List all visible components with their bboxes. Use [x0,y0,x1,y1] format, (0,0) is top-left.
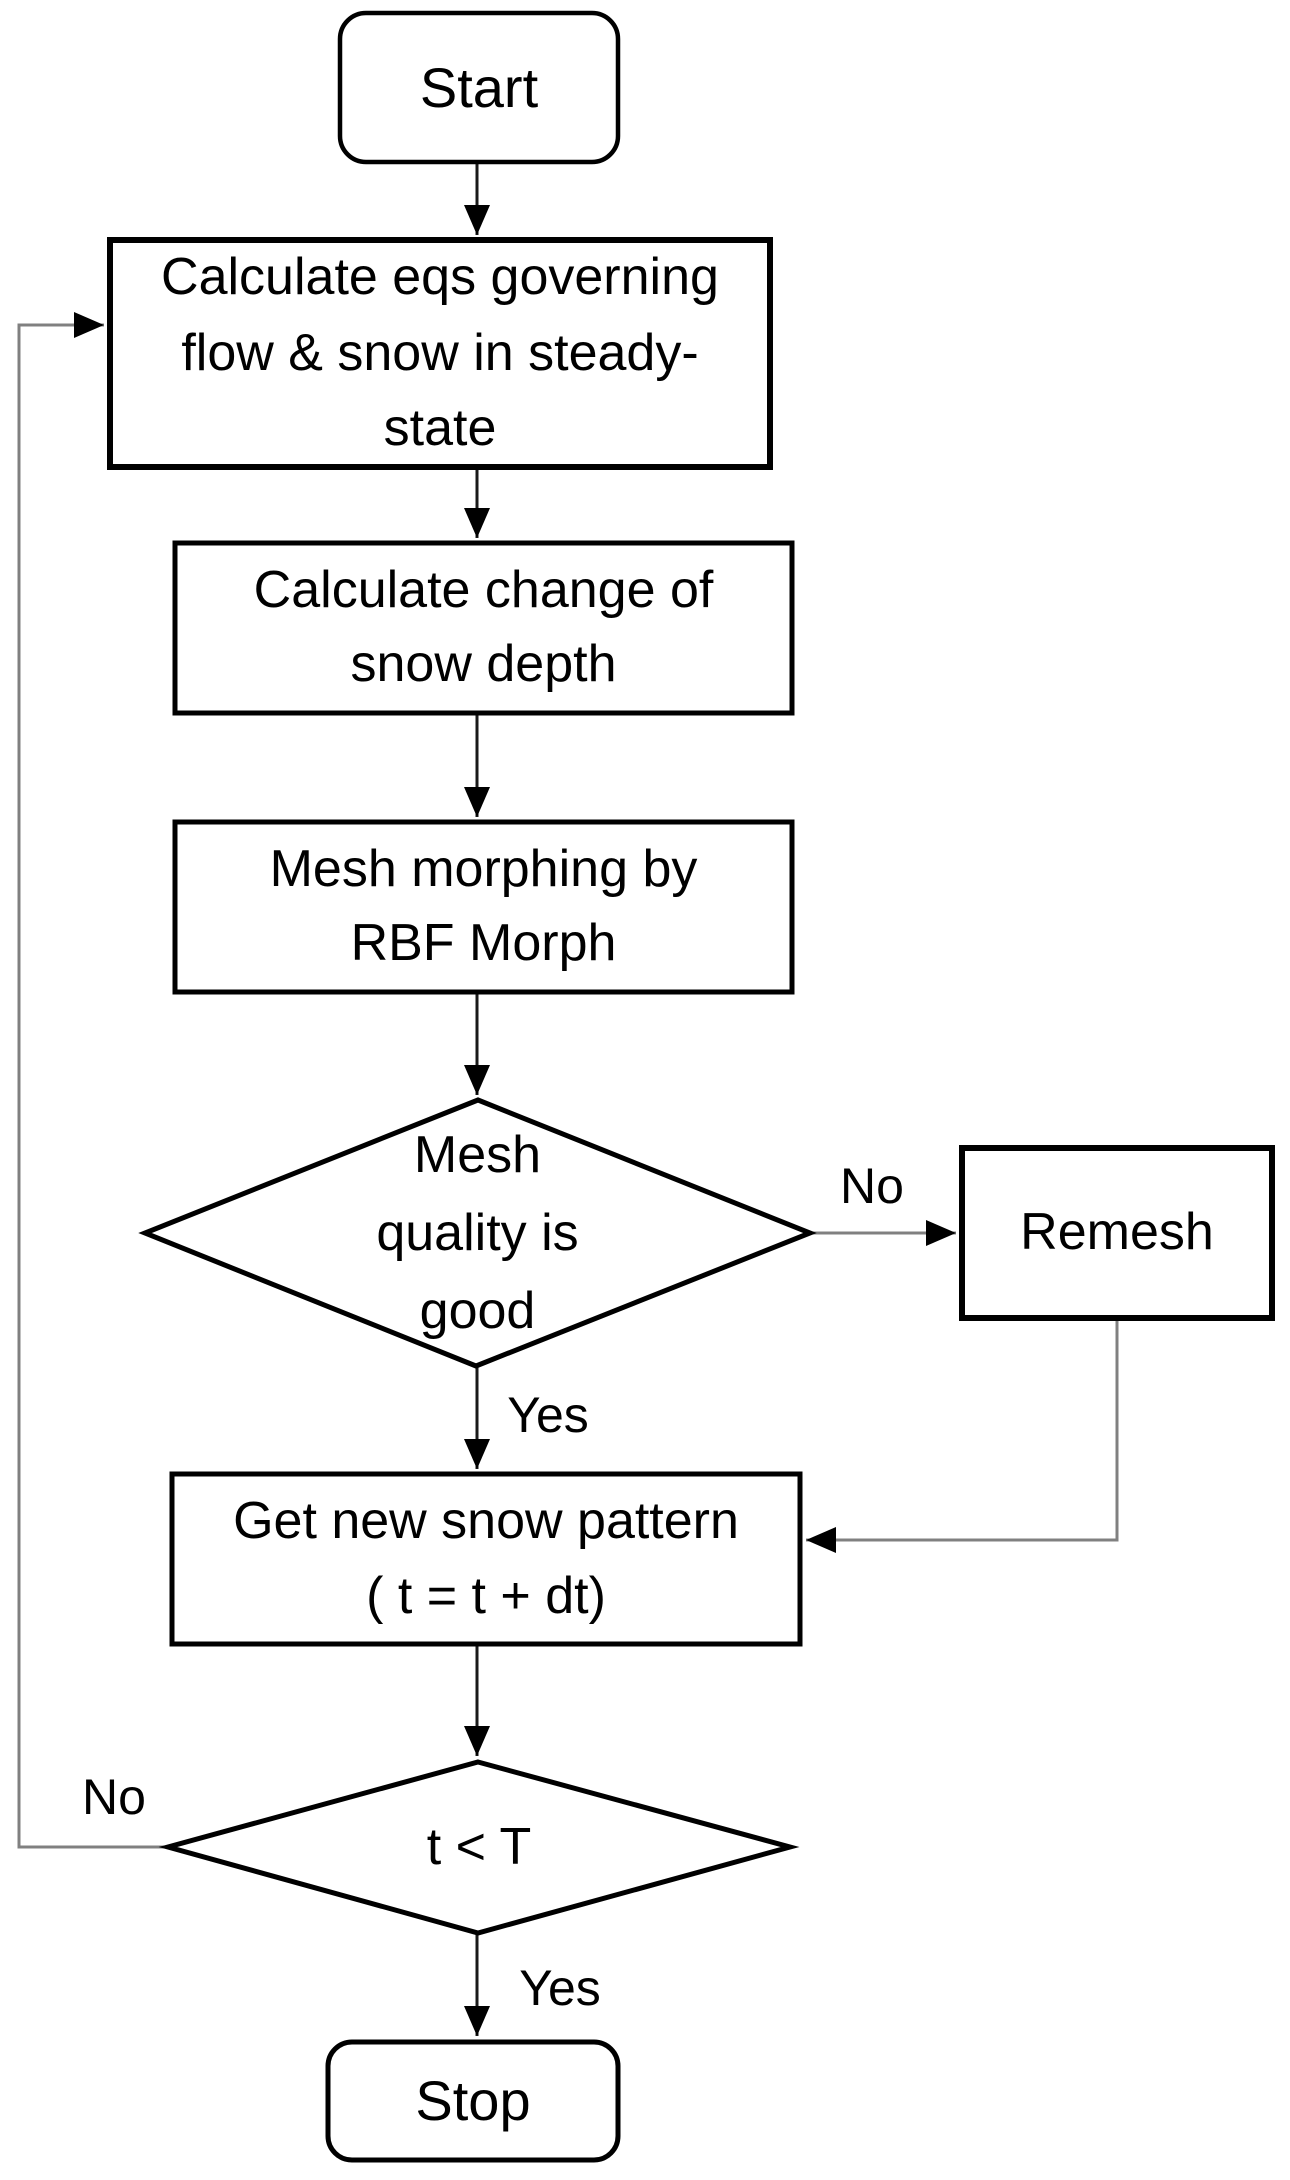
calc-depth-node-shape [172,540,795,716]
get-snow-node-shape [169,1471,803,1647]
remesh-node-shape [959,1145,1275,1321]
calc-depth-node-label: Calculate change of snow depth [253,561,714,693]
time-check-yes-label: Yes [519,1960,601,2016]
get-snow-node-label: Get new snow pattern ( t = t + dt) [233,1491,739,1625]
edge-timecheck-no-loop [17,312,173,1849]
time-check-decision-shape [158,1759,800,1936]
mesh-quality-yes-label: Yes [507,1387,589,1443]
calc-eqs-node-shape [107,237,773,470]
start-node-label: Start [419,55,539,119]
mesh-morph-node-shape [172,819,795,995]
stop-node-label: Stop [415,2069,531,2133]
mesh-morph-node-label: Mesh morphing by RBF Morph [269,840,698,972]
start-node-shape [337,10,621,165]
time-check-no-label: No [82,1769,146,1825]
mesh-quality-decision-label: Mesh quality is good [376,1126,579,1340]
mesh-quality-decision-shape [138,1097,817,1369]
time-check-decision-label: t < T [426,1817,532,1876]
calc-eqs-node-label: Calculate eqs governing flow & snow in s… [161,248,719,458]
stop-node-shape [325,2039,621,2163]
remesh-node-label: Remesh [1020,1203,1214,1262]
edge-remesh-to-getsnow [806,1318,1119,1553]
mesh-quality-no-label: No [840,1158,904,1214]
